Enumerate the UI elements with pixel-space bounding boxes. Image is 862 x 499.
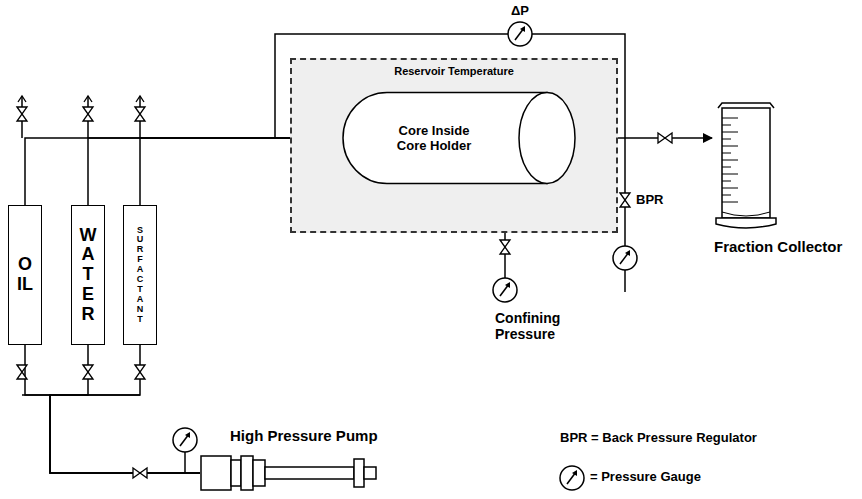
confining-pressure-label: Confining Pressure xyxy=(495,310,595,342)
cylinder-label: SURFACTANT xyxy=(136,226,145,325)
core-label: Core Inside Core Holder xyxy=(384,123,484,153)
zone-title: Reservoir Temperature xyxy=(292,60,616,77)
core-text-area: Core Inside Core Holder xyxy=(364,91,504,185)
fluid-cylinder: OIL xyxy=(8,205,42,345)
cylinder-label: OIL xyxy=(16,255,34,295)
legend-note: BPR = Back Pressure Regulator xyxy=(560,430,757,445)
bpr-label: BPR xyxy=(636,192,663,207)
collector-label: Fraction Collector xyxy=(714,238,842,255)
fraction-collector: Fraction Collector xyxy=(712,100,860,260)
delta-p-label: ΔP xyxy=(511,3,529,18)
fluid-cylinder: WATER xyxy=(71,205,105,345)
pipe-connector xyxy=(50,345,200,473)
graduated-cylinder xyxy=(714,100,784,235)
legend-text: = Pressure Gauge xyxy=(590,469,701,484)
high-pressure-pump: High Pressure Pump xyxy=(200,425,382,495)
temperature-zone: Reservoir TemperatureCore Inside Core Ho… xyxy=(290,58,618,233)
pipe-connector xyxy=(50,345,200,473)
pump-label: High Pressure Pump xyxy=(230,427,378,444)
cylinder-label: WATER xyxy=(79,226,97,325)
core-holder: Core Inside Core Holder xyxy=(342,91,577,185)
pipe-connector xyxy=(25,345,200,473)
fluid-cylinder: SURFACTANT xyxy=(123,205,157,345)
